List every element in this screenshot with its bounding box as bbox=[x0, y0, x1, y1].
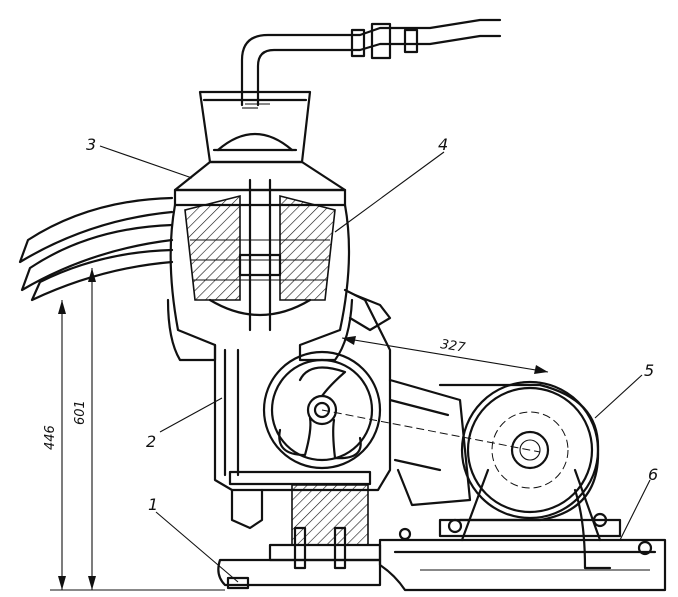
dimension-verticals: 601 446 bbox=[43, 268, 225, 591]
drum-housing bbox=[166, 178, 354, 362]
supply-pipe bbox=[240, 18, 502, 109]
frame-body bbox=[213, 288, 392, 546]
receiver-bowl bbox=[198, 90, 312, 164]
leader-lines bbox=[99, 145, 651, 583]
label-5: 5 bbox=[644, 361, 654, 380]
label-3: 3 bbox=[86, 135, 96, 154]
dimension-327: 327 bbox=[341, 336, 549, 374]
worm-wheel bbox=[262, 350, 541, 470]
dimension-446-text: 446 bbox=[43, 425, 58, 450]
part-labels: 3 4 2 1 5 6 bbox=[86, 135, 658, 514]
label-2: 2 bbox=[146, 432, 156, 451]
base bbox=[217, 526, 382, 590]
label-4: 4 bbox=[438, 135, 448, 154]
dimension-601-text: 601 bbox=[73, 400, 88, 425]
baseplate bbox=[378, 488, 667, 592]
motor-bracket bbox=[388, 378, 472, 507]
label-6: 6 bbox=[648, 465, 658, 484]
cover bbox=[173, 160, 347, 207]
label-1: 1 bbox=[148, 495, 158, 514]
discharge-spouts bbox=[18, 196, 174, 302]
dimension-327-text: 327 bbox=[439, 337, 467, 356]
motor bbox=[438, 380, 622, 542]
